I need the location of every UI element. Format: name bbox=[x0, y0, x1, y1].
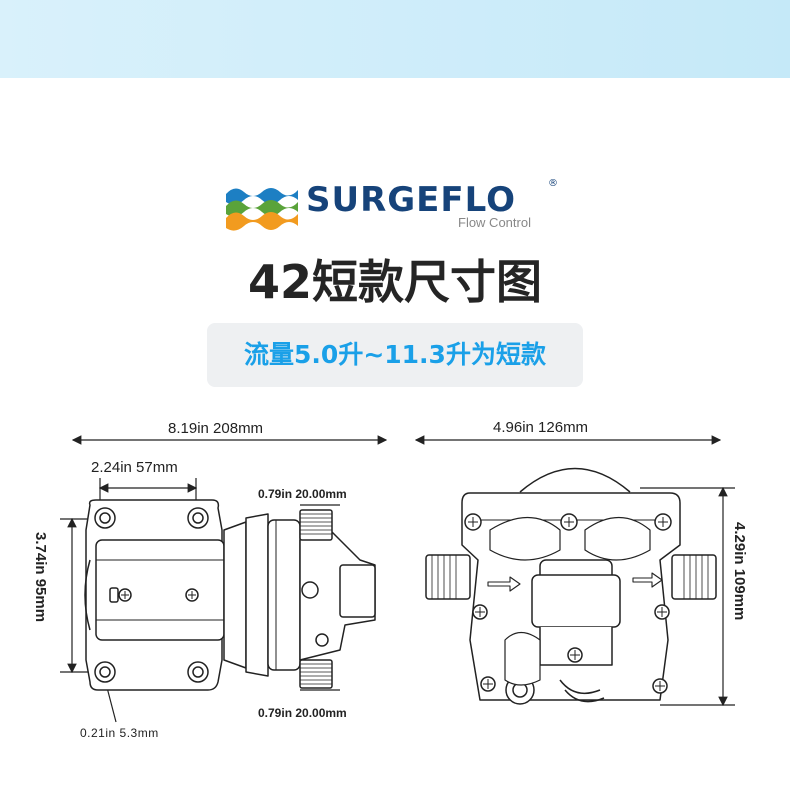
subtitle-badge: 流量5.0升~11.3升为短款 bbox=[207, 323, 583, 387]
overall-length-label: 8.19in 208mm bbox=[168, 420, 264, 437]
pump-front-view bbox=[425, 467, 717, 705]
brand-name: SURGEFLO bbox=[306, 180, 516, 220]
wave-logo-icon bbox=[226, 188, 298, 231]
height-label: 3.74in 95mm bbox=[32, 532, 49, 623]
page-title: 42短款尺寸图 bbox=[247, 255, 542, 309]
front-height-label: 4.29in 109mm bbox=[731, 522, 748, 621]
top-port-label: 0.79in 20.00mm bbox=[258, 487, 347, 501]
pump-side-view bbox=[84, 499, 376, 691]
front-view-dimension-lines bbox=[414, 435, 735, 707]
hole-diameter-label: 0.21in 5.3mm bbox=[80, 726, 159, 740]
header-band bbox=[0, 0, 790, 78]
brand-tagline: Flow Control bbox=[458, 215, 531, 230]
front-width-label: 4.96in 126mm bbox=[493, 419, 589, 436]
mount-spacing-label: 2.24in 57mm bbox=[91, 459, 178, 476]
brand-logo: SURGEFLO ® Flow Control bbox=[226, 178, 558, 234]
registered-mark: ® bbox=[548, 178, 558, 189]
bottom-port-label: 0.79in 20.00mm bbox=[258, 706, 347, 720]
